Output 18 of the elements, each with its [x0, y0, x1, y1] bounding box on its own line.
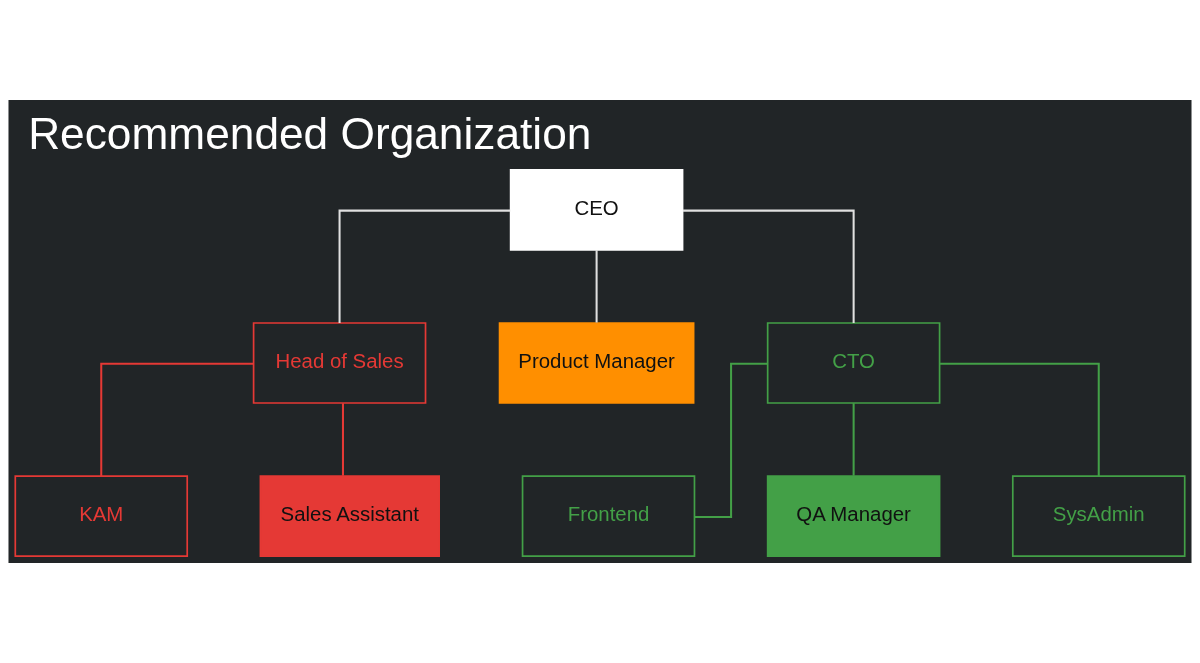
connector — [694, 362, 768, 519]
node-box: Frontend — [521, 475, 696, 558]
connector — [682, 209, 855, 323]
node-box: SysAdmin — [1011, 475, 1186, 558]
connector — [100, 362, 254, 477]
node-box: CEO — [509, 168, 684, 251]
connector — [940, 362, 1100, 477]
node-box: Product Manager — [498, 322, 695, 404]
connector — [852, 403, 855, 476]
diagram-title: Recommended Organization — [28, 109, 592, 159]
node-box: Head of Sales — [252, 322, 427, 404]
node-box: KAM — [14, 475, 189, 558]
connector — [595, 250, 598, 323]
node-box: CTO — [766, 322, 941, 404]
connector — [338, 209, 511, 323]
node-box: Sales Assistant — [259, 475, 440, 558]
connector — [341, 403, 344, 476]
node-box: QA Manager — [766, 475, 941, 558]
